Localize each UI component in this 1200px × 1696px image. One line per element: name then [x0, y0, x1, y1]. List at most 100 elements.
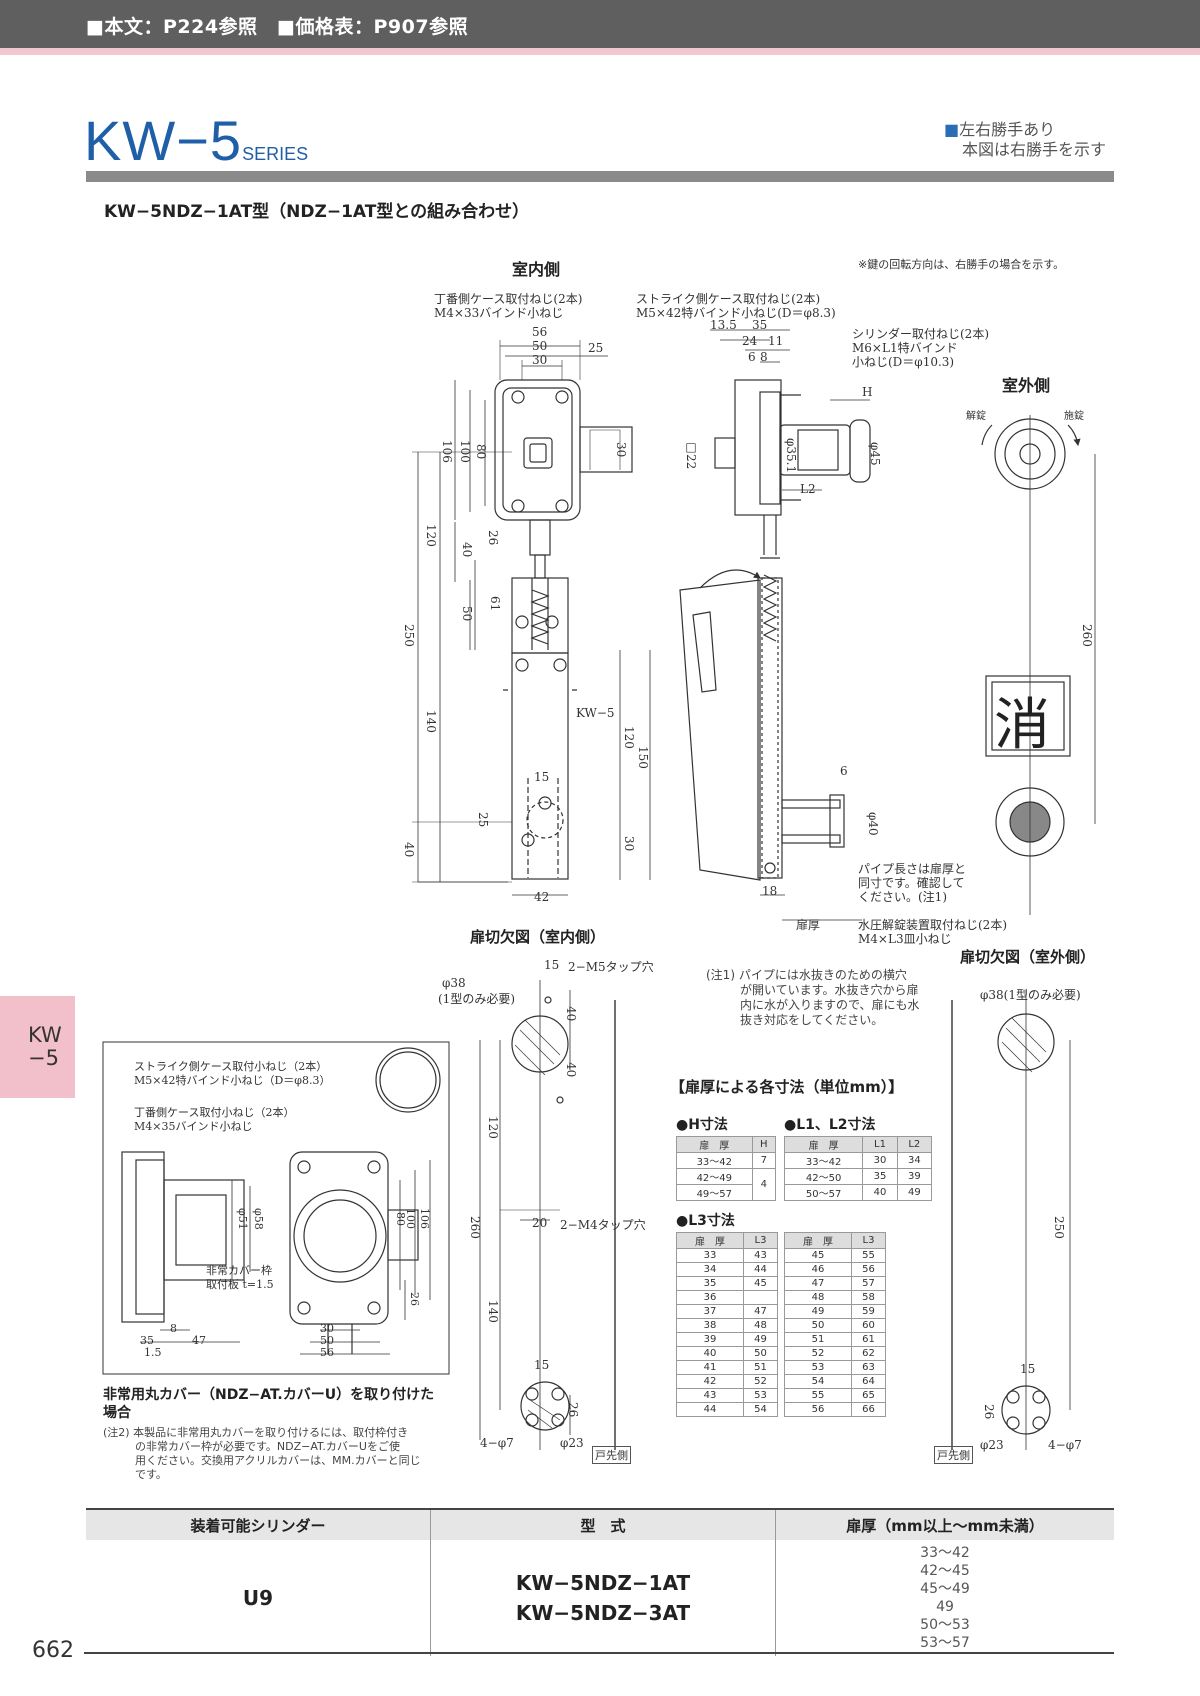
cylinder-screw-label-1: シリンダー取付ねじ(2本)	[852, 327, 989, 341]
table-cell: 57	[851, 1276, 886, 1291]
table-cell: 64	[851, 1374, 886, 1389]
table-cell: 56	[783, 1402, 853, 1417]
spec-thickness-item: 49	[936, 1599, 954, 1615]
kw5-body	[511, 652, 569, 880]
table-cell: 61	[851, 1332, 886, 1347]
spec-thickness-item: 33〜42	[920, 1545, 970, 1561]
table-cell: 54	[743, 1402, 778, 1417]
l12-dim-table: 扉 厚 L1 L2 33〜42 30 34 42〜50 35 39 50〜57 …	[783, 1136, 933, 1201]
table-cell: 38	[675, 1318, 745, 1333]
note-1-line-3: 内に水が入りますので、扉にも水	[740, 998, 920, 1012]
side-index-line-2: −5	[28, 1046, 59, 1070]
l3-left-header-l3: L3	[743, 1232, 778, 1249]
cutout-out-dim-15: 15	[1020, 1362, 1036, 1376]
table-cell: 59	[851, 1304, 886, 1319]
emg-dim-30: 30	[320, 1322, 334, 1335]
dim-11: 11	[768, 334, 784, 348]
note-2: (注2) 本製品に非常用丸カバーを取り付けるには、取付枠付き の非常カバー枠が必…	[103, 1426, 421, 1482]
table-cell: 35	[862, 1168, 898, 1185]
table-cell: 50	[743, 1346, 778, 1361]
spec-cylinder: U9	[242, 1586, 274, 1610]
cutout-in-dim-40a: 40	[564, 1006, 578, 1022]
emg-dim-100: 100	[404, 1208, 417, 1229]
emg-dim-8: 8	[170, 1322, 177, 1335]
page-number: 662	[32, 1638, 74, 1663]
table-cell: 63	[851, 1360, 886, 1375]
note-1: (注1) パイプには水抜きのための横穴 が開いています。水抜き穴から扉 内に水が…	[706, 968, 920, 1028]
handedness-note: ■左右勝手あり 本図は右勝手を示す	[944, 120, 1106, 160]
dim-25-body: 25	[476, 812, 490, 828]
dim-50-spring: 50	[460, 606, 474, 622]
dim-30: 30	[532, 353, 548, 367]
table-cell: 42〜50	[783, 1168, 864, 1185]
series-title: KW−5SERIES	[84, 108, 308, 173]
emg-dim-56: 56	[320, 1346, 334, 1359]
release-screw-label-1: 水圧解錠装置取付ねじ(2本)	[858, 918, 1007, 932]
table-row: 36	[675, 1290, 778, 1305]
table-cell: 48	[783, 1290, 853, 1305]
series-suffix: SERIES	[242, 144, 309, 164]
dim-24: 24	[742, 334, 758, 348]
dim-35: 35	[752, 318, 768, 332]
table-cell: 55	[851, 1248, 886, 1263]
table-cell: 42〜49	[676, 1168, 753, 1185]
strike-screw-label-1: ストライク側ケース取付ねじ(2本)	[636, 292, 821, 306]
table-cell: 52	[783, 1346, 853, 1361]
spec-header-cylinder: 装着可能シリンダー	[86, 1509, 431, 1540]
spec-thickness-item: 45〜49	[920, 1581, 970, 1597]
kw5-callout: KW−5	[576, 706, 615, 720]
table-cell: 42	[675, 1374, 745, 1389]
dim-42: 42	[534, 890, 550, 904]
table-cell: 56	[851, 1262, 886, 1277]
table-cell: 65	[851, 1388, 886, 1403]
table-cell: 46	[783, 1262, 853, 1277]
table-cell: 39	[675, 1332, 745, 1347]
dim-18: 18	[762, 884, 778, 898]
dim-250: 250	[402, 624, 416, 647]
h-table-header-h: H	[751, 1136, 777, 1153]
dim-150: 150	[636, 746, 650, 769]
dim-260: 260	[1080, 624, 1094, 647]
table-cell: 66	[851, 1402, 886, 1417]
emg-dim-50: 50	[320, 1334, 334, 1347]
dim-61: 61	[488, 596, 502, 612]
lock-label: 施錠	[1064, 411, 1084, 422]
cutout-in-type1: (1型のみ必要)	[438, 992, 515, 1006]
note-2-line-1: (注2) 本製品に非常用丸カバーを取り付けるには、取付枠付き	[103, 1426, 409, 1439]
dim-phi45: φ45	[868, 442, 882, 466]
dim-30-bottom: 30	[622, 836, 636, 852]
emg-strike-label-2: M5×42特バインド小ねじ（D＝φ8.3）	[134, 1074, 331, 1087]
table-cell: 54	[783, 1374, 853, 1389]
cutout-out-phi7: 4−φ7	[1048, 1438, 1082, 1452]
note-2-line-3: 用ください。交換用アクリルカバーは、MM.カバーと同じ	[135, 1454, 421, 1467]
spec-model-2: KW−5NDZ−3AT	[515, 1601, 691, 1625]
table-cell: 34	[896, 1152, 933, 1169]
dim-h: H	[862, 385, 873, 399]
cylinder-screw-label-2: M6×L1特バインド	[852, 341, 958, 355]
table-cell: 33〜42	[676, 1152, 753, 1169]
emg-dim-1-5: 1.5	[144, 1346, 162, 1359]
dim-6-pipe: 6	[840, 764, 848, 778]
emg-dim-26: 26	[408, 1292, 421, 1306]
table-row: 50〜57 40 49	[783, 1184, 933, 1201]
header-accent-stripe	[0, 48, 1200, 55]
cutout-indoor-title: 扉切欠図（室内側）	[470, 928, 606, 946]
dim-40-bottom: 40	[402, 842, 416, 858]
handedness-line-2: 本図は右勝手を示す	[962, 140, 1107, 159]
strike-box	[579, 426, 633, 473]
spec-thickness-item: 42〜45	[920, 1563, 970, 1579]
emg-plate-label-1: 非常カバー枠	[206, 1264, 272, 1277]
table-row: 33〜42 30 34	[783, 1152, 933, 1169]
cutout-in-dim-40b: 40	[564, 1062, 578, 1078]
